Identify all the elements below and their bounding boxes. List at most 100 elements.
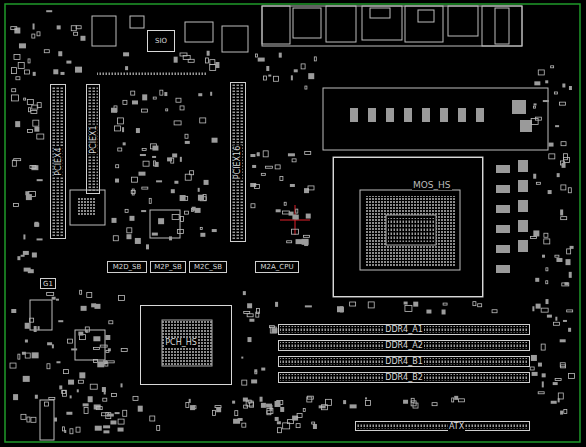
slot-pins bbox=[357, 423, 528, 429]
smd-part bbox=[189, 399, 191, 403]
smd-part bbox=[413, 302, 418, 307]
smd-part bbox=[111, 108, 117, 113]
smd-part bbox=[426, 310, 431, 314]
smd-part bbox=[564, 410, 567, 414]
smd-part bbox=[538, 363, 542, 367]
smd-part bbox=[546, 268, 548, 271]
smd-part bbox=[567, 310, 573, 312]
smd-part bbox=[103, 398, 107, 401]
smd-part bbox=[411, 398, 414, 402]
smd-part bbox=[247, 303, 252, 308]
smd-part bbox=[538, 70, 544, 75]
smd-part bbox=[307, 397, 312, 402]
smd-part bbox=[562, 163, 566, 168]
smd-part bbox=[47, 364, 50, 369]
smd-part bbox=[282, 211, 289, 214]
board-part: MOS_HS bbox=[333, 157, 483, 297]
smd-part bbox=[534, 103, 537, 105]
smd-part bbox=[56, 299, 59, 301]
smd-part bbox=[542, 373, 546, 377]
smd-part bbox=[79, 372, 85, 378]
smd-part bbox=[297, 413, 302, 417]
smd-part bbox=[141, 210, 146, 212]
smd-part bbox=[243, 291, 246, 295]
smd-part bbox=[432, 403, 437, 406]
smd-part bbox=[247, 314, 253, 317]
smd-part bbox=[174, 57, 178, 63]
smd-part bbox=[53, 69, 58, 74]
smd-part bbox=[108, 348, 111, 351]
smd-part bbox=[275, 165, 280, 169]
smd-part bbox=[176, 98, 181, 102]
smd-part bbox=[561, 217, 567, 220]
smd-part bbox=[190, 405, 195, 410]
smd-part bbox=[172, 153, 177, 157]
smd-part bbox=[54, 418, 57, 422]
smd-part bbox=[32, 352, 39, 358]
smd-part bbox=[249, 319, 254, 322]
smd-part bbox=[255, 54, 257, 57]
smd-part bbox=[492, 310, 497, 313]
smd-part bbox=[553, 382, 558, 385]
smd-part bbox=[17, 256, 20, 260]
smd-part bbox=[80, 290, 82, 294]
smd-part bbox=[132, 177, 138, 182]
smd-part bbox=[563, 154, 567, 160]
smd-part bbox=[180, 106, 184, 110]
smd-part bbox=[296, 424, 300, 428]
smd-part bbox=[37, 238, 43, 240]
smd-part bbox=[305, 305, 312, 307]
smd-part bbox=[277, 428, 281, 433]
smd-part bbox=[142, 187, 148, 189]
smd-part bbox=[561, 142, 566, 146]
smd-part bbox=[560, 363, 565, 367]
smd-part bbox=[443, 303, 447, 305]
smd-part bbox=[47, 293, 54, 296]
smd-part bbox=[533, 230, 539, 236]
smd-part bbox=[118, 148, 122, 151]
smd-part bbox=[192, 207, 196, 211]
smd-part bbox=[35, 395, 38, 399]
smd-part bbox=[152, 156, 156, 158]
smd-part bbox=[103, 425, 110, 428]
smd-part bbox=[413, 403, 418, 408]
smd-part bbox=[301, 64, 305, 69]
smd-part bbox=[557, 173, 560, 177]
smd-part bbox=[541, 308, 548, 312]
smd-part bbox=[266, 404, 272, 408]
smd-part bbox=[296, 209, 298, 213]
smd-part bbox=[46, 10, 52, 12]
smd-part bbox=[71, 348, 77, 350]
board-part: G1 bbox=[40, 278, 56, 289]
smd-part bbox=[210, 60, 215, 65]
smd-part bbox=[122, 127, 124, 132]
smd-part bbox=[13, 394, 18, 400]
smd-part bbox=[30, 165, 36, 168]
smd-part bbox=[252, 165, 256, 168]
smd-part bbox=[33, 120, 39, 126]
smd-part bbox=[37, 134, 44, 139]
smd-part bbox=[180, 53, 187, 56]
smd-part bbox=[132, 100, 138, 104]
smd-part bbox=[158, 218, 164, 224]
smd-part bbox=[100, 345, 107, 347]
smd-part bbox=[34, 223, 39, 227]
smd-part bbox=[58, 51, 62, 56]
smd-part bbox=[107, 361, 114, 363]
smd-part bbox=[207, 51, 210, 56]
smd-part bbox=[131, 91, 135, 95]
part-label: PCH_HS bbox=[164, 338, 198, 347]
smd-part bbox=[566, 259, 571, 265]
slot-pins bbox=[52, 86, 64, 237]
smd-part bbox=[198, 195, 204, 201]
smd-part bbox=[63, 370, 68, 374]
smd-part bbox=[535, 278, 539, 282]
smd-part bbox=[52, 344, 54, 348]
smd-part bbox=[403, 400, 408, 404]
smd-part bbox=[22, 352, 26, 355]
smd-part bbox=[289, 212, 294, 216]
smd-part bbox=[25, 323, 30, 329]
smd-part bbox=[287, 241, 292, 243]
smd-part bbox=[458, 399, 464, 402]
smd-part bbox=[555, 255, 559, 257]
